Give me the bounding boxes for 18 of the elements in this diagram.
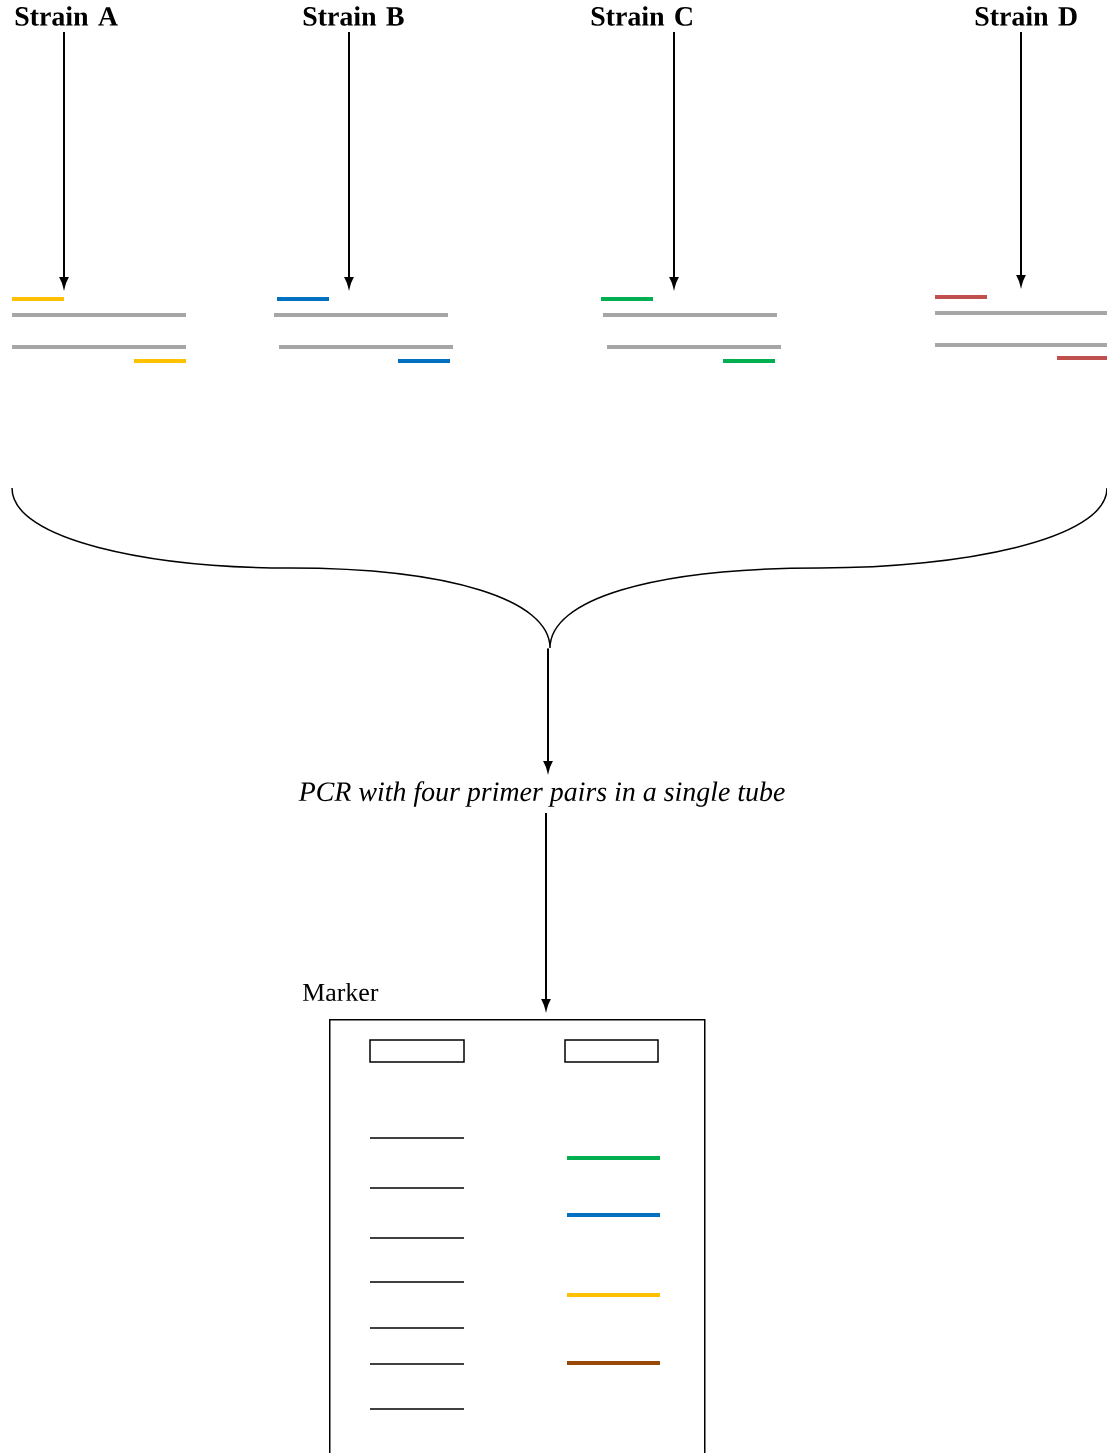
lane-label: Marker xyxy=(302,982,379,1002)
dna-strands-drawing xyxy=(601,297,781,363)
arrow xyxy=(541,812,551,1010)
process-text: PCR with four primer pairs in a single tube xyxy=(298,781,785,807)
arrow xyxy=(543,647,553,772)
gel-drawing xyxy=(329,1019,706,1453)
strain-label: Strain D xyxy=(975,6,1077,26)
arrow xyxy=(1016,31,1026,286)
dna-strands-drawing xyxy=(935,295,1107,360)
arrow xyxy=(669,31,679,288)
strain-label: Strain C xyxy=(591,6,692,26)
brace xyxy=(11,487,1107,649)
arrow xyxy=(59,31,69,288)
dna-strands-drawing xyxy=(12,297,186,363)
strain-label: Strain B xyxy=(303,6,404,26)
arrow xyxy=(344,31,354,288)
dna-strands-drawing xyxy=(274,297,453,363)
strain-label: Strain A xyxy=(15,6,118,26)
